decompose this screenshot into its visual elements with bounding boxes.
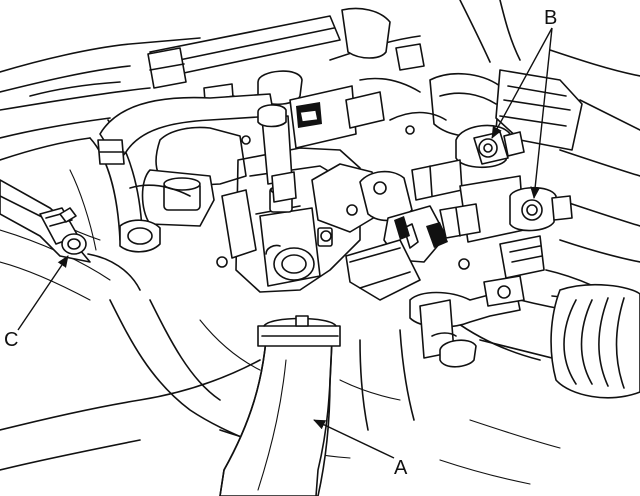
leader-a (313, 419, 395, 459)
callout-leaders (17, 27, 553, 459)
callout-c: C (4, 329, 18, 351)
upper-pipes (97, 7, 501, 203)
leader-b-2 (530, 27, 553, 199)
bolts (216, 125, 470, 270)
leader-b-1 (491, 27, 553, 139)
callout-a: A (394, 457, 408, 479)
radiator-hose-a (219, 315, 341, 496)
sensor-cluster (311, 163, 448, 301)
leader-c (17, 255, 69, 331)
lower-right-hose (409, 275, 525, 368)
left-hose-c (0, 179, 141, 291)
callout-b: B (544, 7, 557, 29)
